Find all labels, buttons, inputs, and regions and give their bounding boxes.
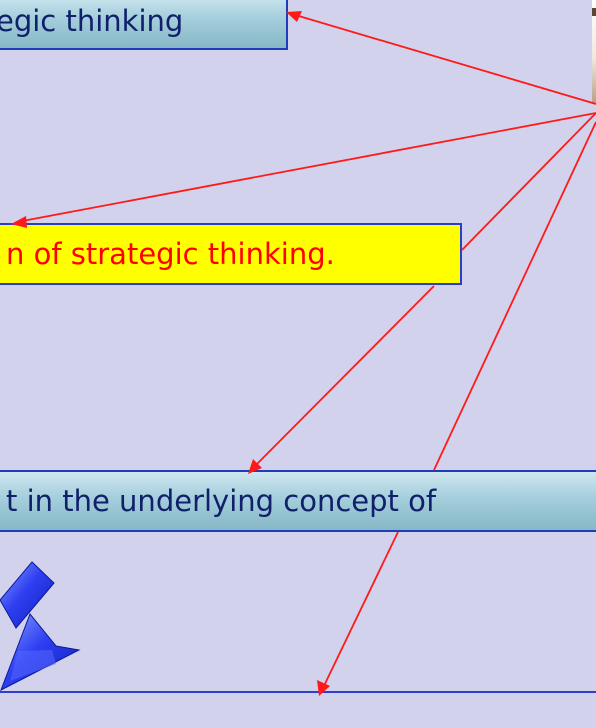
middle-text-box: n of strategic thinking.	[0, 223, 462, 285]
middle-text-box-label: n of strategic thinking.	[6, 236, 335, 271]
top-text-box-label: egic thinking	[0, 3, 184, 38]
bottom-box-border	[0, 691, 596, 693]
top-text-box: egic thinking	[0, 0, 288, 50]
red-arrow-icon	[11, 112, 596, 228]
lower-text-box-label: t in the underlying concept of	[6, 483, 437, 518]
photo-icon	[592, 0, 596, 104]
lower-text-box: t in the underlying concept of	[0, 470, 596, 532]
blue-arrow-icon	[0, 561, 81, 692]
red-arrow-icon	[286, 11, 596, 105]
photo-detail-icon	[592, 8, 596, 16]
red-arrow-icon	[248, 112, 596, 474]
red-arrow-icon	[317, 121, 596, 696]
